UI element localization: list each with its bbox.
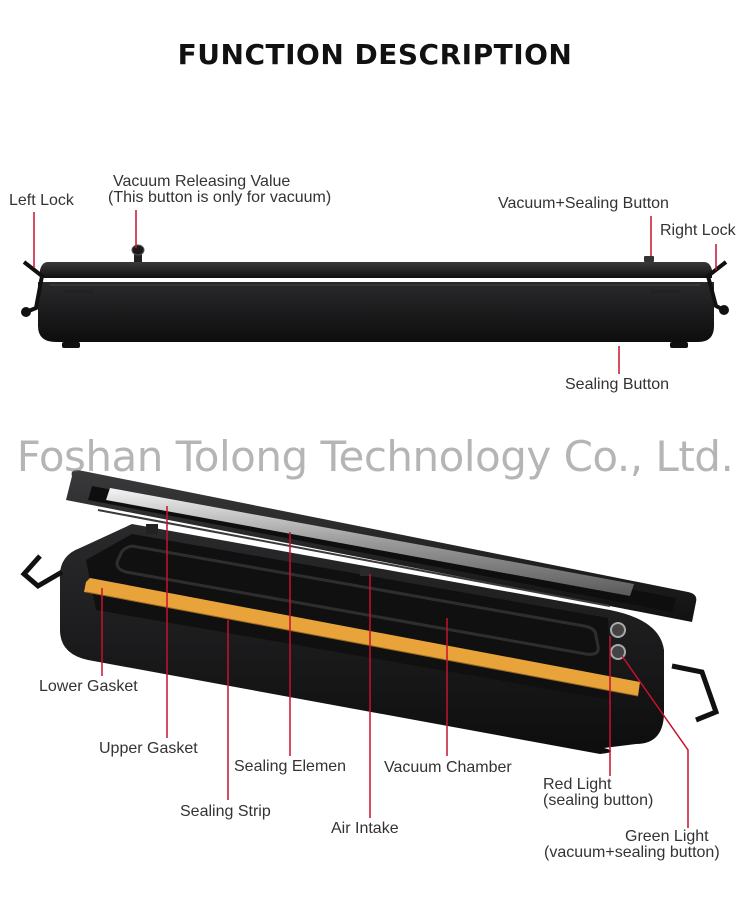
label-air-intake: Air Intake [331,820,399,837]
label-vacuum-releasing-value: Vacuum Releasing Value [113,173,291,190]
label-vacuum-releasing-note: (This button is only for vacuum) [108,189,332,206]
label-red-light-note: (sealing button) [543,792,654,809]
label-lower-gasket: Lower Gasket [39,678,138,695]
label-right-lock: Right Lock [660,222,736,239]
label-sealing-elemen: Sealing Elemen [234,758,347,775]
label-green-light: Green Light [625,828,709,845]
label-sealing-button: Sealing Button [565,376,670,393]
bottom-device [20,470,720,754]
top-leader-lines [33,210,717,374]
label-sealing-strip: Sealing Strip [180,803,271,820]
label-upper-gasket: Upper Gasket [99,740,198,757]
label-vacuum-sealing-button: Vacuum+Sealing Button [498,195,669,212]
bottom-leader-lines [101,506,689,828]
watermark-text: Foshan Tolong Technology Co., Ltd. [16,432,734,481]
page-title: FUNCTION DESCRIPTION [177,38,573,71]
label-left-lock: Left Lock [9,192,74,209]
label-vacuum-chamber: Vacuum Chamber [384,759,512,776]
label-green-light-note: (vacuum+sealing button) [544,844,720,861]
label-red-light: Red Light [543,776,612,793]
top-device [21,244,729,348]
